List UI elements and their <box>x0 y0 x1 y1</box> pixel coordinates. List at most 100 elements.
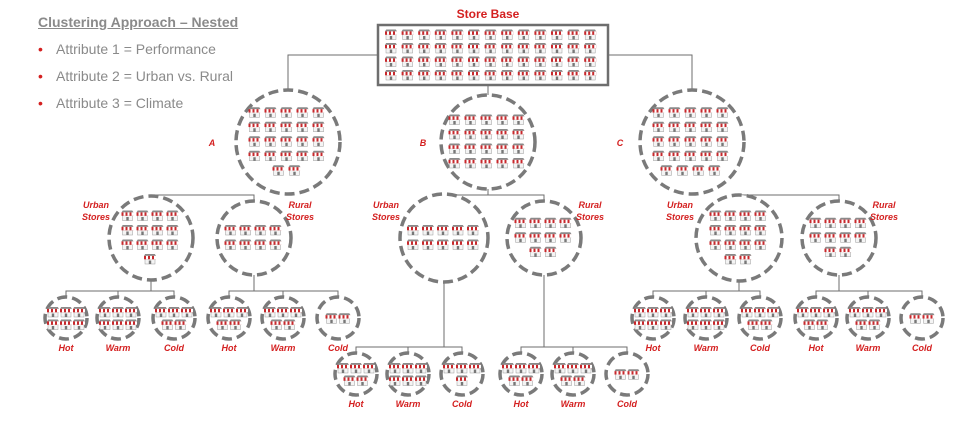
storefront-icon <box>512 157 525 169</box>
storefront-icon <box>280 121 293 133</box>
storefront-icon <box>448 157 461 169</box>
climate-label: Warm <box>856 343 881 353</box>
storefront-icon <box>652 150 665 162</box>
storefront-icon <box>567 42 581 54</box>
storefront-icon <box>583 69 597 81</box>
storefront-icon <box>254 239 267 250</box>
leaf-c-urban-hot: Hot <box>630 295 676 353</box>
storefront-icon <box>659 306 673 318</box>
climate-label: Warm <box>561 399 586 409</box>
storefront-icon <box>111 306 125 318</box>
climate-label: Hot <box>349 399 365 409</box>
storefront-icon <box>384 69 398 81</box>
storefront-icon <box>480 128 493 140</box>
cluster-c: C <box>617 88 746 196</box>
cluster-circle <box>151 295 197 341</box>
storefront-icon <box>121 239 134 250</box>
storefront-icon <box>338 312 351 324</box>
cluster-circle <box>498 351 544 397</box>
storefront-icon <box>579 362 593 374</box>
storefront-icon <box>839 246 852 258</box>
storefront-icon <box>496 114 509 125</box>
storefront-icon <box>229 319 242 330</box>
storefront-icon <box>289 306 303 318</box>
storefront-icon <box>684 150 697 162</box>
storefront-icon <box>434 29 448 40</box>
storefront-icon <box>848 306 862 318</box>
storefront-icon <box>436 239 450 250</box>
leaf-b-rural-warm: Warm <box>550 351 596 409</box>
climate-label: Hot <box>646 343 662 353</box>
storefront-icon <box>343 375 356 386</box>
storefront-icon <box>421 224 435 236</box>
climate-label: Cold <box>750 343 770 353</box>
storefront-icon <box>143 253 157 265</box>
storefront-icon <box>809 231 822 243</box>
storefront-icon <box>668 106 681 118</box>
connector-line <box>815 290 923 297</box>
storefront-icon <box>854 231 867 243</box>
storefront-icon <box>349 362 363 374</box>
storefront-icon <box>417 69 431 81</box>
storefront-icon <box>166 210 179 221</box>
storefront-icon <box>401 42 415 54</box>
subcluster-label: Stores <box>286 212 314 222</box>
connector-line <box>608 54 693 90</box>
storefront-icon <box>296 135 309 147</box>
storefront-icon <box>224 224 237 236</box>
storefront-icon <box>854 217 867 229</box>
storefront-icon <box>922 312 935 324</box>
storefront-icon <box>529 246 542 258</box>
storefront-icon <box>684 135 697 147</box>
storefront-icon <box>627 368 640 380</box>
storefront-icon <box>362 362 376 374</box>
storefront-icon <box>514 362 528 374</box>
storefront-icon <box>652 106 665 118</box>
storefront-icon <box>450 29 464 40</box>
storefront-icon <box>700 135 713 147</box>
storefront-icon <box>716 135 729 147</box>
storefront-icon <box>754 239 767 250</box>
storefront-icon <box>442 362 456 374</box>
storefront-icon <box>583 56 597 67</box>
storefront-icon <box>544 217 557 229</box>
storefront-icon <box>700 150 713 162</box>
storefront-icon <box>633 306 647 318</box>
storefront-icon <box>496 128 509 140</box>
storefront-icon <box>514 231 527 243</box>
storefront-icon <box>406 239 420 250</box>
cluster-circle <box>385 351 431 397</box>
storefront-icon <box>269 224 282 236</box>
cluster-circle <box>43 295 89 341</box>
storefront-icon <box>451 224 465 236</box>
storefront-icon <box>448 128 461 140</box>
connector-line <box>287 54 378 90</box>
legend-title: Clustering Approach – Nested <box>38 14 239 30</box>
storefront-icon <box>839 217 852 229</box>
storefront-icon <box>280 150 293 162</box>
storefront-icon <box>500 69 514 81</box>
leaf-c-rural-warm: Warm <box>845 295 891 353</box>
subcluster-label: Stores <box>666 212 694 222</box>
cluster-label: C <box>617 138 624 148</box>
cluster-circle <box>737 295 783 341</box>
storefront-icon <box>280 135 293 147</box>
storefront-icon <box>496 143 509 154</box>
storefront-icon <box>136 239 149 250</box>
storefront-icon <box>700 106 713 118</box>
storefront-icon <box>500 42 514 54</box>
storefront-icon <box>583 42 597 54</box>
subcluster-label: Rural <box>288 200 312 210</box>
storefront-icon <box>388 375 402 386</box>
storefront-icon <box>401 29 415 40</box>
climate-label: Cold <box>617 399 637 409</box>
subcluster-label: Rural <box>578 200 602 210</box>
storefront-icon <box>553 362 567 374</box>
climate-label: Hot <box>59 343 75 353</box>
storefront-icon <box>434 69 448 81</box>
storefront-icon <box>724 224 737 236</box>
storefront-icon <box>633 319 647 330</box>
